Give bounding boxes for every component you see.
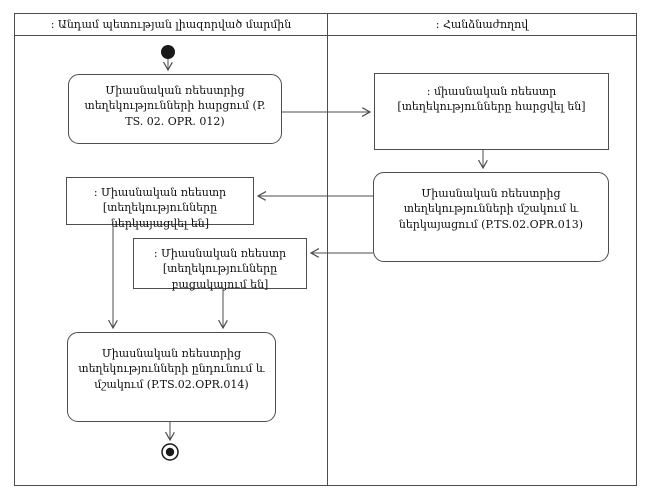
swimlane-divider (327, 35, 328, 486)
action-node-receive-and-process: Միասնական ռեեստրից տեղեկությունների ընդո… (67, 332, 276, 422)
object-node-name: : Միասնական ռեեստր (93, 186, 227, 199)
object-node-register-absent: : Միասնական ռեեստր [տեղեկությունները բաց… (133, 238, 307, 291)
object-node-state: [տեղեկությունները ներկայացվել են] (102, 201, 218, 230)
object-node-name: : միասնական ռեեստր (426, 85, 557, 98)
action-node-label: Միասնական ռեեստրից տեղեկությունների հարց… (84, 84, 266, 128)
action-node-label: Միասնական ռեեստրից տեղեկությունների մշակ… (398, 187, 584, 231)
action-node-process-and-present: Միասնական ռեեստրից տեղեկությունների մշակ… (373, 172, 609, 262)
object-node-state: [տեղեկությունները հարցվել են] (397, 100, 586, 114)
action-node-label: Միասնական ռեեստրից տեղեկությունների ընդո… (78, 347, 265, 391)
swimlane-header-commission: : Հանձնաժողով (327, 13, 637, 36)
object-node-name: : Միասնական ռեեստր (153, 247, 287, 260)
action-node-request-information: Միասնական ռեեստրից տեղեկությունների հարց… (68, 74, 282, 144)
object-node-state: [տեղեկությունները բացակայում են] (162, 262, 278, 291)
object-node-register-requested: : միասնական ռեեստր [տեղեկությունները հար… (374, 73, 609, 150)
object-node-register-presented: : Միասնական ռեեստր [տեղեկությունները ներ… (66, 177, 254, 230)
swimlane-header-member-state-body: : Անդամ պետության լիազորված մարմին (14, 13, 328, 36)
